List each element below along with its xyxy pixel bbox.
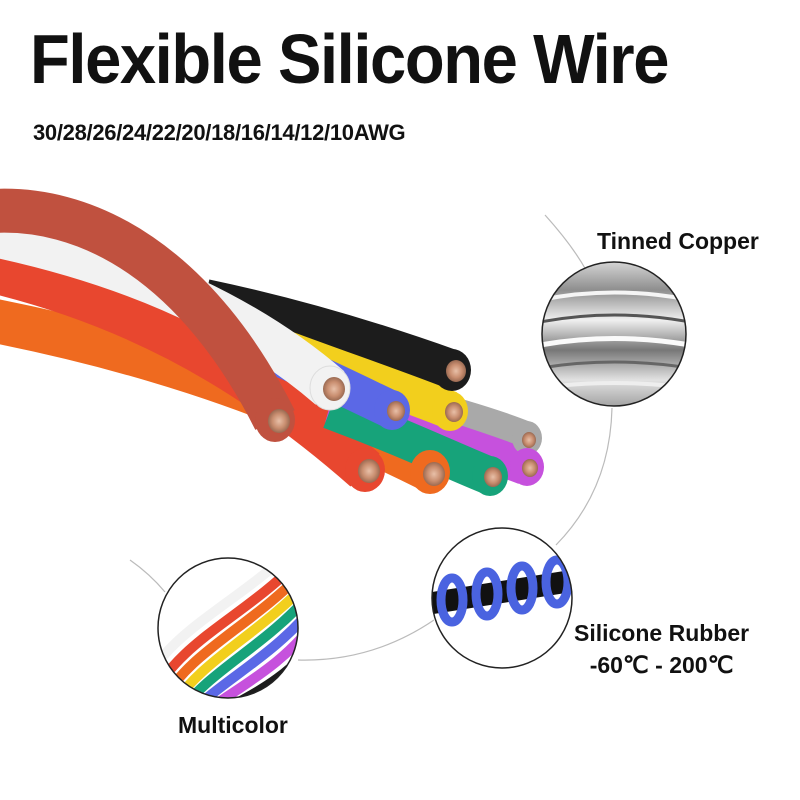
product-title: Flexible Silicone Wire bbox=[30, 20, 669, 98]
wire-ends bbox=[255, 349, 544, 496]
silicone-rubber-title: Silicone Rubber bbox=[574, 620, 750, 646]
multicolor-label: Multicolor bbox=[178, 712, 288, 738]
multicolor-bundle-closeup bbox=[157, 557, 299, 699]
silicone-rubber-label: Silicone Rubber -60℃ - 200℃ bbox=[574, 617, 749, 681]
silicone-coil-closeup bbox=[431, 527, 573, 669]
temperature-range: -60℃ - 200℃ bbox=[589, 652, 734, 678]
tinned-copper-closeup bbox=[541, 261, 687, 407]
connector-lines bbox=[129, 214, 613, 661]
tinned-copper-label: Tinned Copper bbox=[597, 228, 759, 254]
awg-size-list: 30/28/26/24/22/20/18/16/14/12/10AWG bbox=[33, 120, 406, 145]
